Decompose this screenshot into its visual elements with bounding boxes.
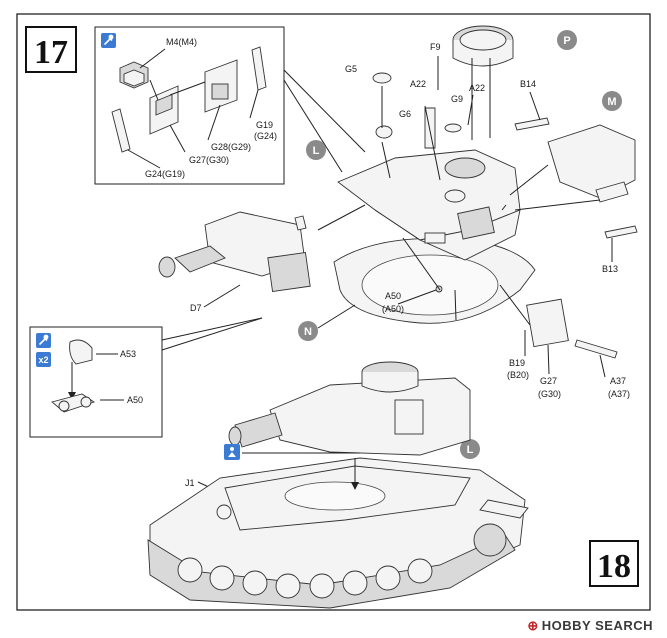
label-g5: G5 xyxy=(345,64,357,74)
svg-text:M: M xyxy=(607,96,616,108)
label-g9: G9 xyxy=(451,94,463,104)
subassembly-marker-l-top: L xyxy=(306,140,326,160)
svg-text:N: N xyxy=(304,326,312,338)
step-18-badge: 18 xyxy=(589,540,639,587)
watermark: ⊕HOBBY SEARCH xyxy=(527,618,653,634)
svg-text:L: L xyxy=(313,145,320,157)
inset-pointer-line xyxy=(283,69,366,153)
label-m4: M4(M4) xyxy=(166,37,197,47)
label-g24: G24(G19) xyxy=(145,169,185,179)
hook-detail-inset: x2 A53 A50 xyxy=(29,326,163,438)
label-j1: J1 xyxy=(185,478,195,488)
step-17-number: 17 xyxy=(34,34,68,71)
label-g28: G28(G29) xyxy=(211,142,251,152)
svg-text:P: P xyxy=(563,35,570,47)
label-g19-alt: (G24) xyxy=(254,131,277,141)
hinge-part-g19 xyxy=(251,46,267,91)
subassembly-marker-m: M xyxy=(602,91,622,111)
hinge-part-g24 xyxy=(111,108,131,153)
label-b14: B14 xyxy=(520,79,536,89)
watermark-text: HOBBY SEARCH xyxy=(541,618,653,633)
label-g27-turret-alt: (G30) xyxy=(538,389,561,399)
subassembly-marker-n: N xyxy=(298,321,318,341)
label-a37-alt: (A37) xyxy=(608,389,630,399)
part-g6 xyxy=(375,125,393,139)
warning-icon xyxy=(224,444,240,460)
label-a50-alt: (A50) xyxy=(382,304,404,314)
label-f9: F9 xyxy=(430,42,441,52)
part-b13 xyxy=(604,225,638,239)
inset-pointer-line xyxy=(161,317,263,341)
assembled-turret xyxy=(269,377,471,456)
label-b13: B13 xyxy=(602,264,618,274)
label-a50-inset: A50 xyxy=(127,395,143,405)
part-a37 xyxy=(574,339,618,359)
multiplier-badge: x2 xyxy=(36,352,51,367)
label-a22-right: A22 xyxy=(469,83,485,93)
label-g6: G6 xyxy=(399,109,411,119)
turret-assembly: G5 F9 A22 A22 G6 G9 B14 B13 D7 A50 (A50)… xyxy=(158,25,638,497)
label-a22-left: A22 xyxy=(410,79,426,89)
glue-icon xyxy=(101,33,116,48)
label-g27: G27(G30) xyxy=(189,155,229,165)
part-g5 xyxy=(372,72,392,84)
glue-icon xyxy=(36,333,51,348)
step-18-number: 18 xyxy=(597,548,631,585)
side-armor-m xyxy=(547,124,636,199)
part-b14 xyxy=(514,117,550,131)
label-b19: B19 xyxy=(509,358,525,368)
subassembly-marker-l-bottom: L xyxy=(460,439,480,459)
label-a50: A50 xyxy=(385,291,401,301)
tank-assembly xyxy=(147,361,529,609)
label-g19: G19 xyxy=(256,120,273,130)
label-a53: A53 xyxy=(120,349,136,359)
part-g9 xyxy=(444,123,462,133)
svg-text:x2: x2 xyxy=(38,355,48,365)
step-17-badge: 17 xyxy=(25,26,77,73)
subassembly-marker-p: P xyxy=(557,30,577,50)
hobbysearch-logo-icon: ⊕ xyxy=(527,618,539,633)
label-d7: D7 xyxy=(190,303,202,313)
sheet-frame xyxy=(16,13,651,611)
label-g27-turret: G27 xyxy=(540,376,557,386)
label-b19-alt: (B20) xyxy=(507,370,529,380)
svg-text:L: L xyxy=(467,444,474,456)
vision-block-g27 xyxy=(526,298,569,348)
hatch-detail-inset: M4(M4) G19 (G24) G28(G29) G27(G30) G24(G… xyxy=(94,26,285,185)
label-a37: A37 xyxy=(610,376,626,386)
hook-part-a53 xyxy=(69,339,93,365)
